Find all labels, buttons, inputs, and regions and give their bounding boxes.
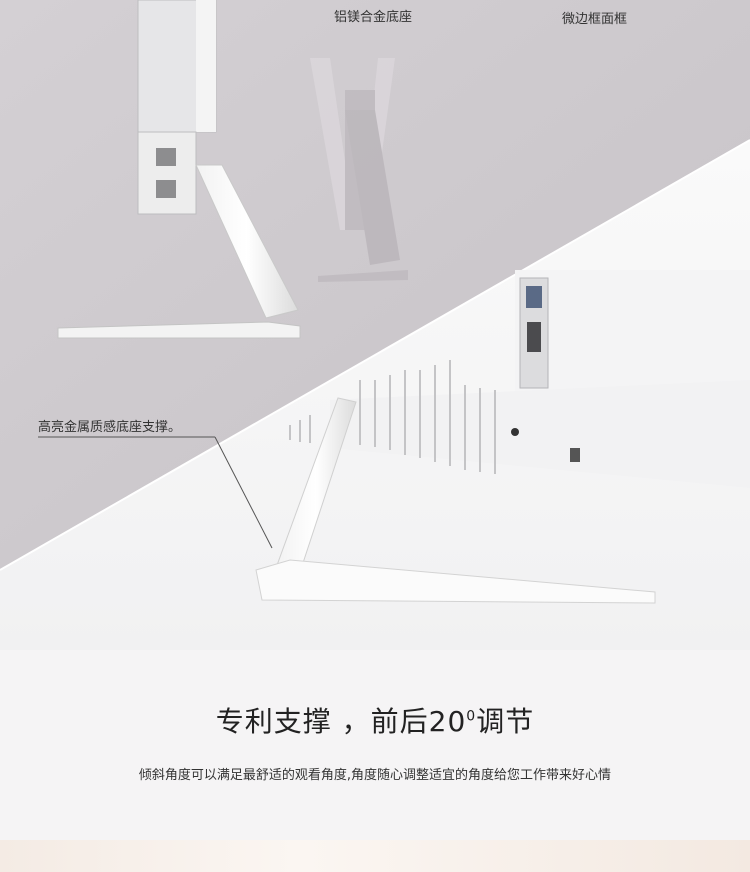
tilt-angle-illustration [310, 58, 408, 282]
bottom-decoration [0, 840, 750, 872]
usb-port-icon [156, 148, 176, 166]
stand-callout-line [38, 436, 273, 549]
diagonal-divider [0, 139, 750, 571]
aluminum-base-label: 铝镁合金底座 [334, 10, 413, 25]
caption-section [0, 650, 750, 840]
headline-main: 专利支撑 ，前后20 [215, 705, 467, 738]
description-text: 倾斜角度可以满足最舒适的观看角度,角度随心调整适宜的角度给您工作带来好心情 [138, 768, 612, 783]
headline-tail: 调节 [476, 705, 535, 738]
narrow-bezel-label: 微边框面框 [562, 12, 628, 27]
usb-port-icon [156, 180, 176, 198]
monitor-rear-view [255, 270, 750, 604]
monitor-side-view [57, 0, 301, 339]
headline-degree: 0 [466, 708, 477, 725]
stand-label: 高亮金属质感底座支撑。 [38, 420, 182, 435]
headline: 专利支撑 ，前后200调节 [0, 700, 750, 740]
product-illustration [0, 0, 750, 650]
